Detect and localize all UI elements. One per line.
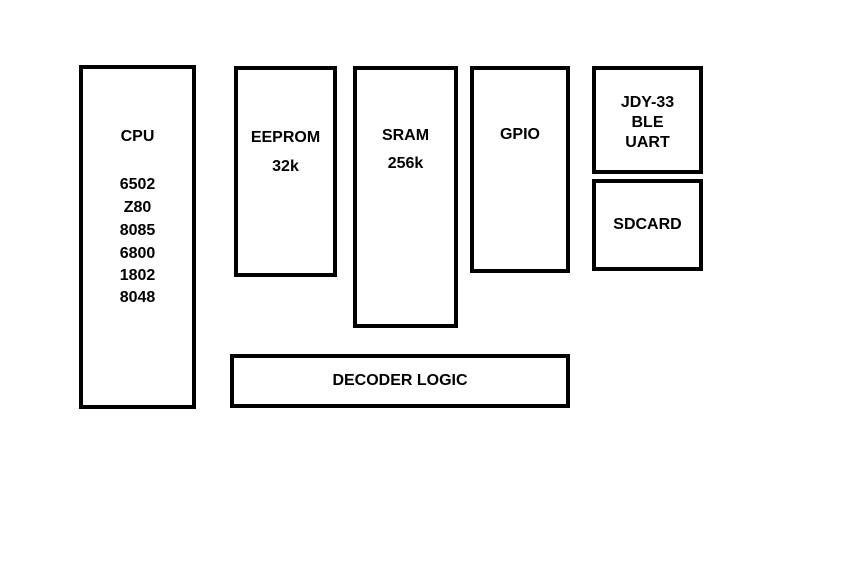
- cpu-variant-8048: 8048: [119, 289, 156, 306]
- gpio-title: GPIO: [499, 126, 540, 143]
- cpu-variant-6502: 6502: [119, 176, 156, 193]
- gpio-block: GPIO: [470, 66, 570, 273]
- sram-title: SRAM: [381, 127, 430, 144]
- uart-label: UART: [625, 134, 670, 151]
- ble-uart-block: JDY-33 BLE UART: [592, 66, 703, 174]
- cpu-variant-1802: 1802: [119, 267, 156, 284]
- sdcard-title: SDCARD: [613, 216, 682, 233]
- cpu-block: CPU 6502 Z80 8085 6800 1802 8048: [79, 65, 196, 409]
- cpu-title: CPU: [120, 128, 155, 145]
- sram-size: 256k: [387, 155, 424, 172]
- eeprom-block: EEPROM 32k: [234, 66, 337, 277]
- cpu-variant-list: 6502 Z80 8085 6800 1802 8048: [83, 173, 192, 309]
- decoder-logic-block: DECODER LOGIC: [230, 354, 570, 408]
- sram-block: SRAM 256k: [353, 66, 458, 328]
- cpu-variant-6800: 6800: [119, 245, 156, 262]
- ble-label: BLE: [631, 114, 664, 131]
- ble-module-name: JDY-33: [620, 94, 675, 111]
- ble-uart-label: JDY-33 BLE UART: [596, 93, 699, 153]
- cpu-variant-8085: 8085: [119, 222, 156, 239]
- decoder-logic-title: DECODER LOGIC: [332, 372, 468, 389]
- cpu-variant-z80: Z80: [123, 199, 152, 216]
- eeprom-size: 32k: [272, 158, 299, 175]
- eeprom-title: EEPROM: [250, 129, 321, 146]
- sdcard-block: SDCARD: [592, 179, 703, 271]
